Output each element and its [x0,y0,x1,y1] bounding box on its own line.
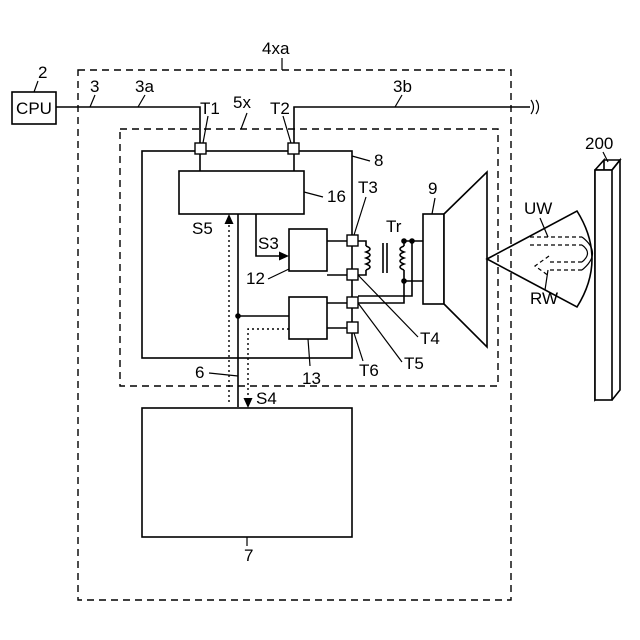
line-3b-label: 3b [393,77,412,96]
wave-reflection-inner [582,245,588,262]
line-3-label: 3 [90,77,99,96]
block-7 [142,408,352,537]
speaker-9-cone [444,172,487,347]
bus-line-3b [294,107,530,147]
cpu-label: CPU [16,99,52,118]
break-mark [531,100,539,114]
power-junction [235,313,241,319]
block-16 [179,171,304,214]
terminal-t5 [347,297,358,308]
outer-module-label: 4xa [262,39,290,58]
inner-module-label: 5x [233,93,251,112]
speaker-9-leader [432,198,435,214]
line-3a-label: 3a [135,77,154,96]
terminal-t3 [347,235,358,246]
wave-rw-arrowhead [535,256,549,276]
junction-top [401,238,407,244]
terminal-t1 [195,143,206,154]
line-6-label: 6 [195,363,204,382]
terminal-t6 [347,322,358,333]
block-12-label: 12 [246,269,265,288]
target-200-face [595,170,612,400]
target-200-label: 200 [585,134,613,153]
transformer-label: Tr [386,217,402,236]
signal-s5-label: S5 [192,219,213,238]
tr-primary-top-wire [358,241,366,246]
block-13-label: 13 [302,369,321,388]
line-6-leader [209,373,238,376]
wire-t5-junction [358,281,404,303]
line-3a-leader [138,95,145,107]
terminal-t4-leader [358,275,418,337]
cpu-number-label: 2 [38,63,47,82]
terminal-t3-leader [354,197,366,235]
terminal-t2 [288,143,299,154]
block-13 [289,297,327,339]
terminal-t2-label: T2 [270,99,290,118]
wave-uw-label: UW [524,199,552,218]
terminal-t3-label: T3 [358,178,378,197]
tr-secondary-bottom [404,270,423,281]
terminal-t4-label: T4 [420,329,440,348]
line-3b-leader [395,95,402,107]
terminal-t5-leader [358,303,402,362]
speaker-9-magnet [423,214,444,304]
terminal-t6-leader [354,333,363,361]
junction-top-2 [409,238,415,244]
terminal-t6-label: T6 [359,361,379,380]
line-3-leader [90,95,95,107]
block-7-label: 7 [244,546,253,565]
terminal-t1-label: T1 [200,99,220,118]
block-16-label: 16 [327,187,346,206]
wave-rw-label: RW [530,289,558,308]
speaker-9-label: 9 [428,179,437,198]
cpu-leader [34,81,38,92]
tr-primary-bottom-wire [358,270,366,275]
signal-s3-label: S3 [258,234,279,253]
block-8-label: 8 [374,151,383,170]
target-200-edge [612,160,620,400]
block-8-leader [352,156,370,161]
signal-s4-label: S4 [256,389,277,408]
tr-secondary-coil [400,246,404,270]
tr-primary-coil [366,246,370,270]
block-12 [289,229,327,271]
signal-s4-arrow [244,398,253,408]
terminal-t5-label: T5 [404,354,424,373]
wave-uw-arrow [530,237,582,245]
inner-module-leader [241,113,247,129]
terminal-t4 [347,269,358,280]
wave-rw-arrow [549,262,582,270]
